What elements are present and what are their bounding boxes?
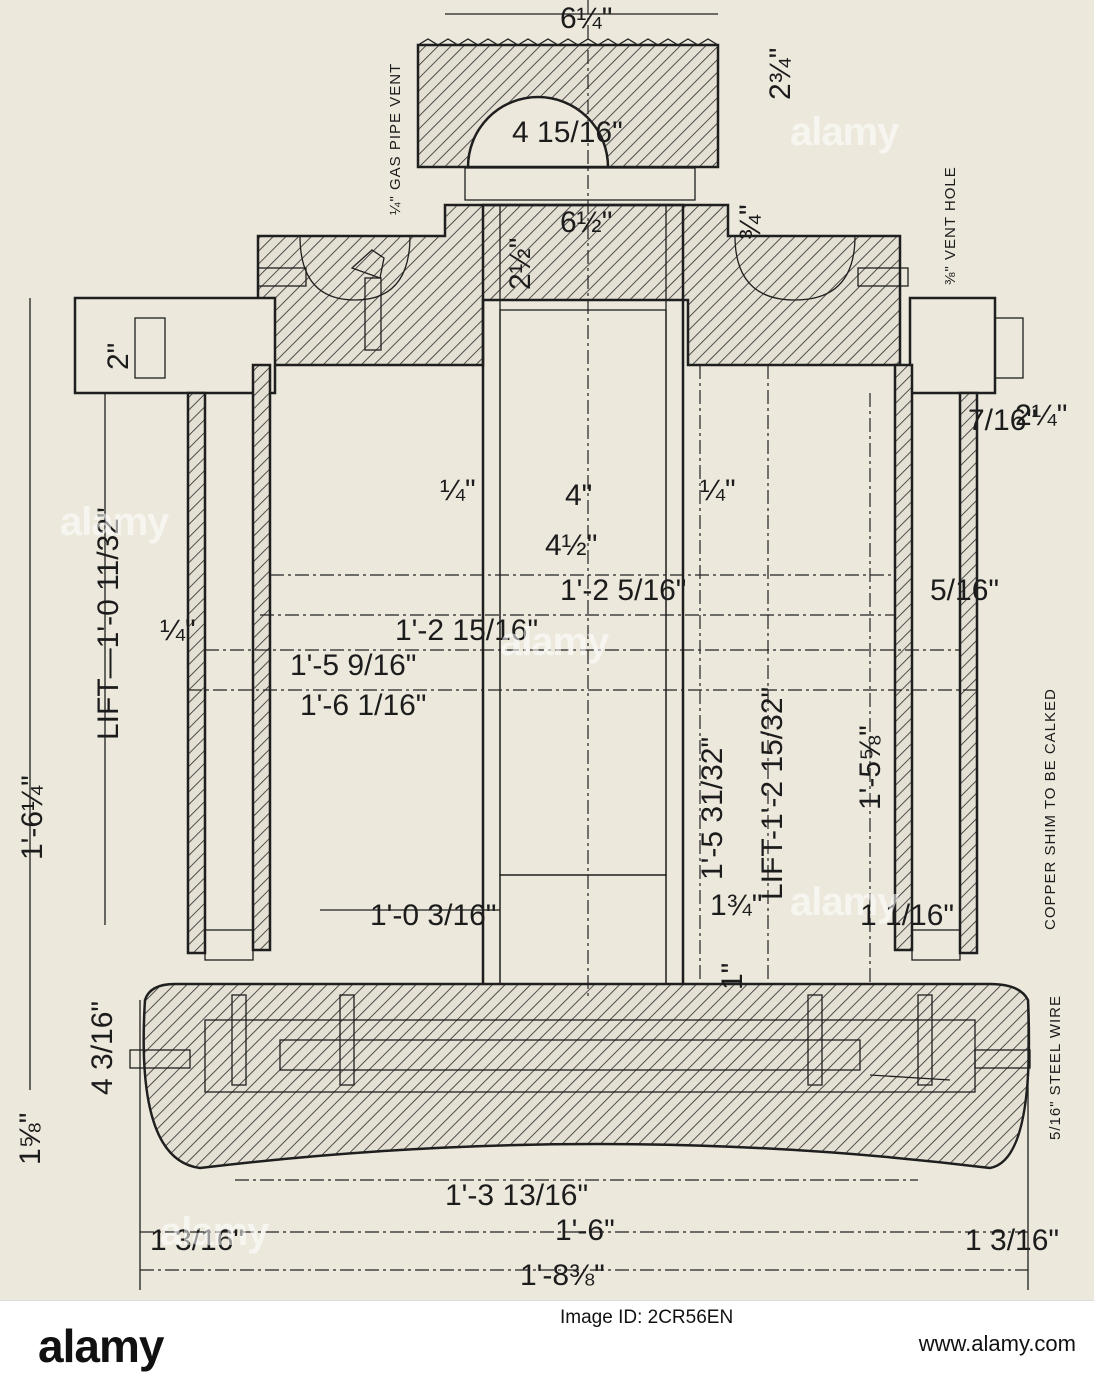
- dim-cap-dia: 4 15/16": [512, 116, 623, 149]
- dim-1-2-15-16: 1'-2 15/16": [395, 614, 538, 647]
- cap-block: [416, 38, 720, 201]
- dim-wood-quarter-right: ¼": [700, 474, 736, 507]
- alamy-logo[interactable]: alamy: [38, 1320, 164, 1372]
- watermark: alamy: [790, 110, 899, 154]
- image-id: Image ID: 2CR56EN: [560, 1307, 734, 1328]
- dimension-labels: 6¼" 4 15/16" 2¾" 6½" ¾" 2½" 2" 1'-6¼" LI…: [14, 2, 1067, 1292]
- dim-2-1-4: 2¼": [1015, 399, 1067, 432]
- watermark: alamy: [160, 1210, 269, 1254]
- dim-quarter-left: ¼": [160, 614, 196, 647]
- dim-flange-thk: 2": [102, 343, 135, 370]
- dim-1-0-3-16: 1'-0 3/16": [370, 899, 496, 932]
- dim-1-8-3-8: 1'-8⅜": [520, 1259, 605, 1292]
- dim-lift-right: LIFT-1'-2 15/32": [756, 687, 789, 900]
- dim-1-3-16-left: 1 3/16": [150, 1224, 244, 1257]
- watermark: alamy: [60, 500, 169, 544]
- dim-4-3-16: 4 3/16": [86, 1001, 119, 1095]
- site-url[interactable]: www.alamy.com: [918, 1331, 1076, 1356]
- footer-bar: alamy Image ID: 2CR56EN www.alamy.com: [0, 1300, 1094, 1391]
- note-steel-wire: 5/16" STEEL WIRE: [1047, 995, 1064, 1140]
- dim-neck-width: 6½": [560, 206, 612, 239]
- cylinder-walls: [186, 363, 979, 961]
- watermark: alamy: [790, 880, 899, 924]
- dimension-lines: [29, 0, 1029, 1290]
- dim-neck-height: ¾": [734, 204, 767, 240]
- base-plate: [129, 982, 1031, 1170]
- dim-1-1-16: 1 1/16": [860, 899, 954, 932]
- dim-1-6: 1'-6": [555, 1214, 615, 1247]
- note-vent-hole: ⅜" VENT HOLE: [942, 166, 959, 285]
- dim-1-3-13-16: 1'-3 13/16": [445, 1179, 588, 1212]
- dim-plug-height: 2½": [504, 238, 537, 290]
- dim-1-5-5-8: 1'-5⅝": [854, 725, 887, 810]
- dim-wood-quarter-left: ¼": [440, 474, 476, 507]
- dim-5-31-32: 1'-5 31/32": [696, 737, 729, 880]
- upper-flange: [73, 203, 1024, 395]
- dim-7-16: 7/16": [968, 404, 1037, 437]
- dim-1-2-5-16: 1'-2 5/16": [560, 574, 686, 607]
- dim-1: 1": [716, 963, 749, 990]
- dim-top-width: 6¼": [560, 2, 612, 35]
- note-gas-pipe: ¼" GAS PIPE VENT: [387, 63, 404, 215]
- dim-cap-height: 2¾": [764, 48, 797, 100]
- dim-wood-four-half: 4½": [545, 529, 597, 562]
- note-copper-shim: COPPER SHIM TO BE CALKED: [1042, 688, 1059, 930]
- dim-1-5-8: 1⅝": [14, 1113, 47, 1165]
- dim-overall-height: 1'-6¼": [16, 775, 49, 860]
- dim-wood-four: 4": [565, 479, 592, 512]
- dim-1-3-16-right: 1 3/16": [965, 1224, 1059, 1257]
- technical-drawing: 6¼" 4 15/16" 2¾" 6½" ¾" 2½" 2" 1'-6¼" LI…: [14, 0, 1068, 1292]
- dim-1-5-9-16: 1'-5 9/16": [290, 649, 416, 682]
- watermark: alamy: [500, 620, 609, 664]
- notes: ¼" GAS PIPE VENT ⅜" VENT HOLE COPPER SHI…: [387, 63, 1064, 1140]
- dim-5-16: 5/16": [930, 574, 999, 607]
- dim-1-6-1-16: 1'-6 1/16": [300, 689, 426, 722]
- dim-lift-left: LIFT—1'-0 11/32": [92, 507, 125, 740]
- dim-1-3-4: 1¾": [710, 889, 762, 922]
